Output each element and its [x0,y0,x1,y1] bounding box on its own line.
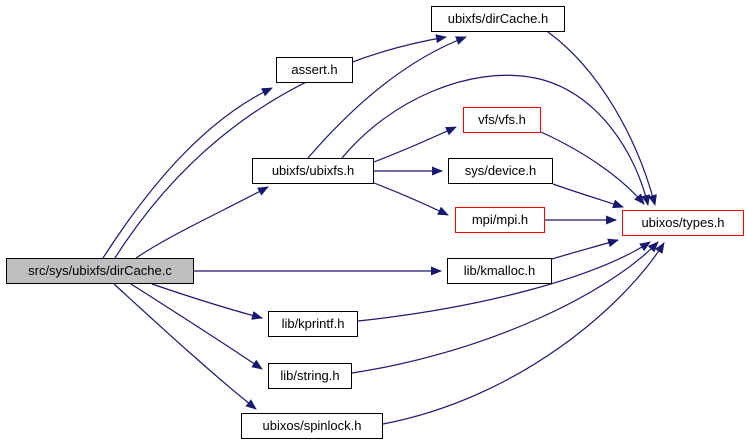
node-lib-kmalloc-h[interactable]: lib/kmalloc.h [447,258,552,284]
edge-dircache-c-to-assert-h [102,87,273,259]
edge-ubixos-spinlock-h-to-ubixos-types-h [382,242,665,425]
edge-ubixfs-ubixfs-h-to-ubixfs-dircache-h [307,36,467,159]
node-ubixos-spinlock-h[interactable]: ubixos/spinlock.h [241,413,383,439]
edge-lib-kprintf-h-to-ubixos-types-h [357,241,651,322]
node-ubixos-types-h[interactable]: ubixos/types.h [622,210,744,236]
node-mpi-mpi-h[interactable]: mpi/mpi.h [455,207,545,233]
node-sys-device-h[interactable]: sys/device.h [448,158,553,184]
edge-lib-kmalloc-h-to-ubixos-types-h [551,238,619,260]
node-assert-h[interactable]: assert.h [276,57,353,83]
node-ubixfs-dircache-h[interactable]: ubixfs/dirCache.h [431,6,565,32]
edge-ubixfs-ubixfs-h-to-vfs-vfs-h [373,126,457,163]
node-lib-string-h[interactable]: lib/string.h [268,363,352,389]
edge-dircache-c-to-ubixfs-ubixfs-h [135,186,269,259]
node-lib-kprintf-h[interactable]: lib/kprintf.h [268,311,358,337]
edge-dircache-c-to-ubixos-spinlock-h [113,283,257,410]
edge-ubixfs-ubixfs-h-to-mpi-mpi-h [373,182,449,216]
edge-dircache-c-to-ubixfs-dircache-h [114,34,447,259]
node-src-sys-ubixfs-dircache-c[interactable]: src/sys/ubixfs/dirCache.c [6,258,194,284]
edge-sys-device-h-to-ubixos-types-h [552,183,624,209]
edge-ubixfs-ubixfs-h-to-ubixos-types-h [341,74,651,206]
node-ubixfs-ubixfs-h[interactable]: ubixfs/ubixfs.h [252,158,374,184]
edge-vfs-vfs-h-to-ubixos-types-h [540,131,645,205]
node-vfs-vfs-h[interactable]: vfs/vfs.h [463,107,541,133]
edge-lib-string-h-to-ubixos-types-h [351,241,659,374]
edge-ubixfs-dircache-h-to-ubixos-types-h [547,31,657,206]
edge-dircache-c-to-lib-string-h [130,283,263,370]
edge-dircache-c-to-lib-kprintf-h [151,283,263,320]
